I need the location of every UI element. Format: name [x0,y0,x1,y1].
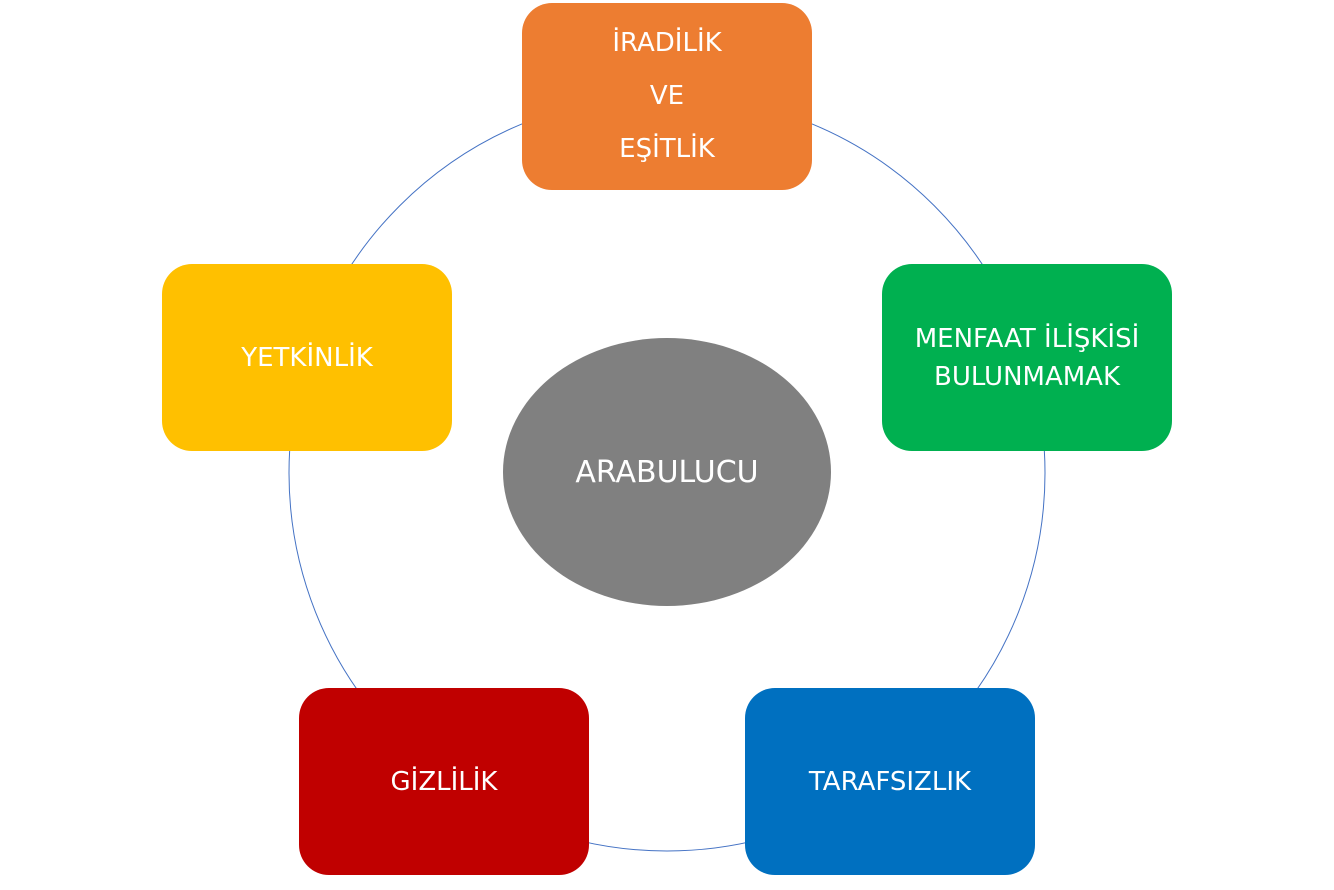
node-menfaat-iliskisi: MENFAAT İLİŞKİSİ BULUNMAMAK [882,264,1172,451]
node-iradilik-ve-esitlik: İRADİLİK VE EŞİTLİK [522,3,812,190]
node-yetkinlik: YETKİNLİK [162,264,452,451]
node-label: EŞİTLİK [619,134,715,164]
node-gizlilik: GİZLİLİK [299,688,589,875]
center-node-arabulucu: ARABULUCU [503,338,831,606]
node-tarafsizlik: TARAFSIZLIK [745,688,1035,875]
node-label: YETKİNLİK [241,342,373,373]
node-label: MENFAAT İLİŞKİSİ [914,323,1140,354]
node-label: GİZLİLİK [390,766,498,797]
center-label: ARABULUCU [575,454,759,490]
node-label: İRADİLİK [612,28,722,58]
node-label: TARAFSIZLIK [808,766,972,797]
node-label: VE [649,81,685,111]
node-label: BULUNMAMAK [933,361,1121,392]
